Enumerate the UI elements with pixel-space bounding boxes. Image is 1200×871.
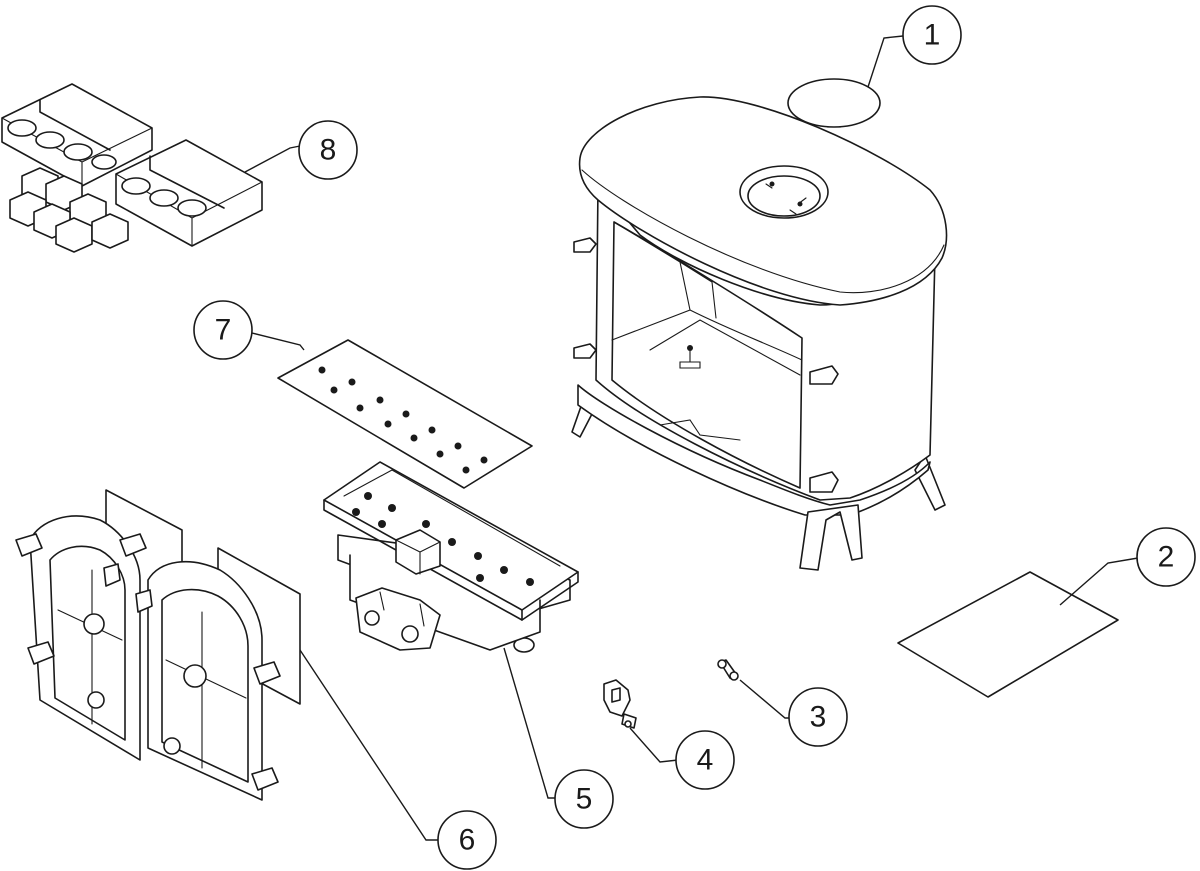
part-8-log-set: [1, 83, 263, 253]
callout-6-label: 6: [459, 824, 476, 857]
burner-holes: [352, 492, 534, 586]
callout-4-label: 4: [697, 744, 714, 777]
part-4-valve: [603, 679, 637, 729]
callout-8-label: 8: [320, 134, 337, 167]
callout-3-label: 3: [810, 701, 827, 734]
callout-5-label: 5: [576, 783, 593, 816]
callout-3: 3: [788, 687, 848, 747]
callout-1-label: 1: [924, 19, 941, 52]
part-7-perforated-plate: [277, 339, 533, 489]
ember-cubes: [9, 167, 129, 253]
part-5-burner-assembly: [323, 461, 579, 653]
callout-1: 1: [902, 5, 962, 65]
callout-8: 8: [298, 120, 358, 180]
callout-7: 7: [193, 300, 253, 360]
callout-5: 5: [554, 769, 614, 829]
plate-holes: [318, 366, 488, 474]
part-6-doors: [15, 489, 301, 801]
callout-4: 4: [675, 730, 735, 790]
callout-7-label: 7: [215, 314, 232, 347]
part-3-fitting: [717, 659, 739, 681]
leader-lines: [244, 35, 1139, 841]
callout-2: 2: [1136, 527, 1196, 587]
callout-6: 6: [437, 810, 497, 870]
part-2-panel: [897, 571, 1119, 698]
stove-body: [571, 96, 948, 571]
part-1-cover-plate: [787, 78, 881, 128]
callout-2-label: 2: [1158, 541, 1175, 574]
